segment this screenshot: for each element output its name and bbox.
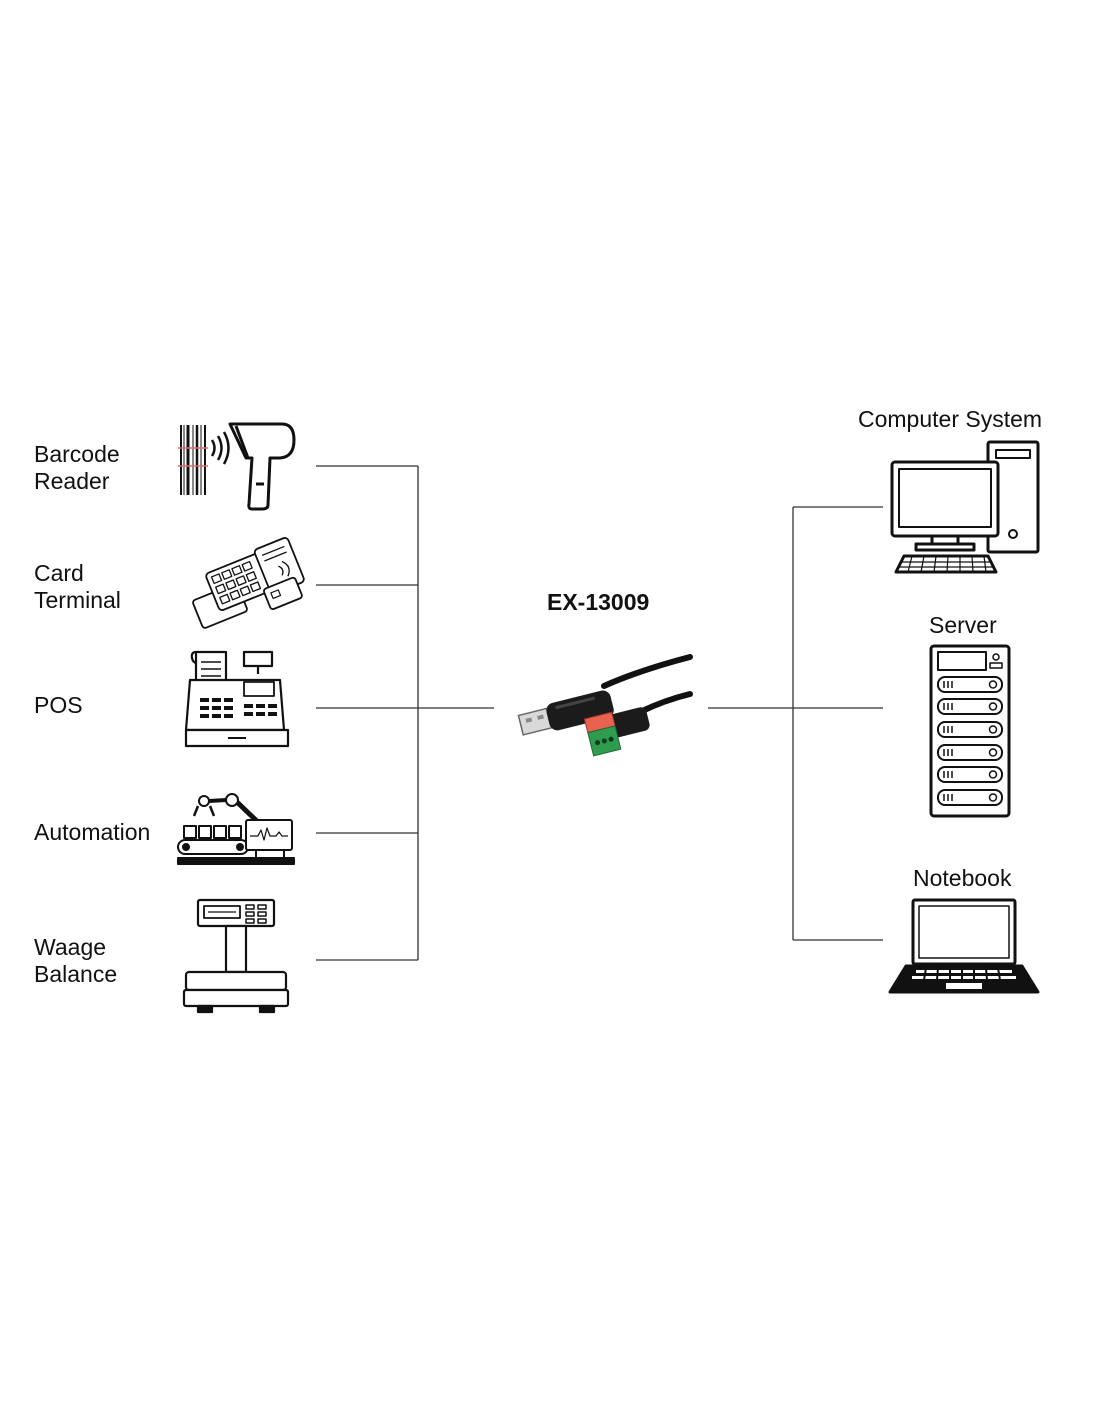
label-server: Server (929, 612, 997, 638)
label-line: Automation (34, 819, 151, 845)
robot-arm-conveyor-icon (177, 793, 295, 865)
label-notebook: Notebook (913, 865, 1012, 891)
label-pos: POS (34, 692, 83, 719)
label-computer-system: Computer System (858, 406, 1043, 432)
label-line: Waage (34, 934, 107, 960)
card-terminal-icon (192, 537, 305, 629)
label-card-terminal: Card Terminal (34, 560, 121, 614)
label-automation: Automation (34, 819, 150, 846)
label-line: Terminal (34, 587, 121, 613)
product-title: EX-13009 (547, 589, 650, 615)
weighing-scale-icon (182, 898, 290, 1014)
label-line: Card (34, 560, 84, 586)
label-line: Reader (34, 468, 110, 494)
desktop-computer-icon (890, 440, 1040, 574)
label-line: POS (34, 692, 83, 718)
label-line: Balance (34, 961, 118, 987)
barcode-scanner-icon (178, 422, 296, 511)
server-rack-icon (929, 644, 1011, 818)
label-barcode-reader: Barcode Reader (34, 441, 120, 495)
laptop-icon (888, 898, 1040, 994)
label-line: Barcode (34, 441, 120, 467)
label-balance: Waage Balance (34, 934, 117, 988)
usb-cable-terminal-block-icon (517, 654, 693, 757)
cash-register-icon (184, 650, 290, 748)
